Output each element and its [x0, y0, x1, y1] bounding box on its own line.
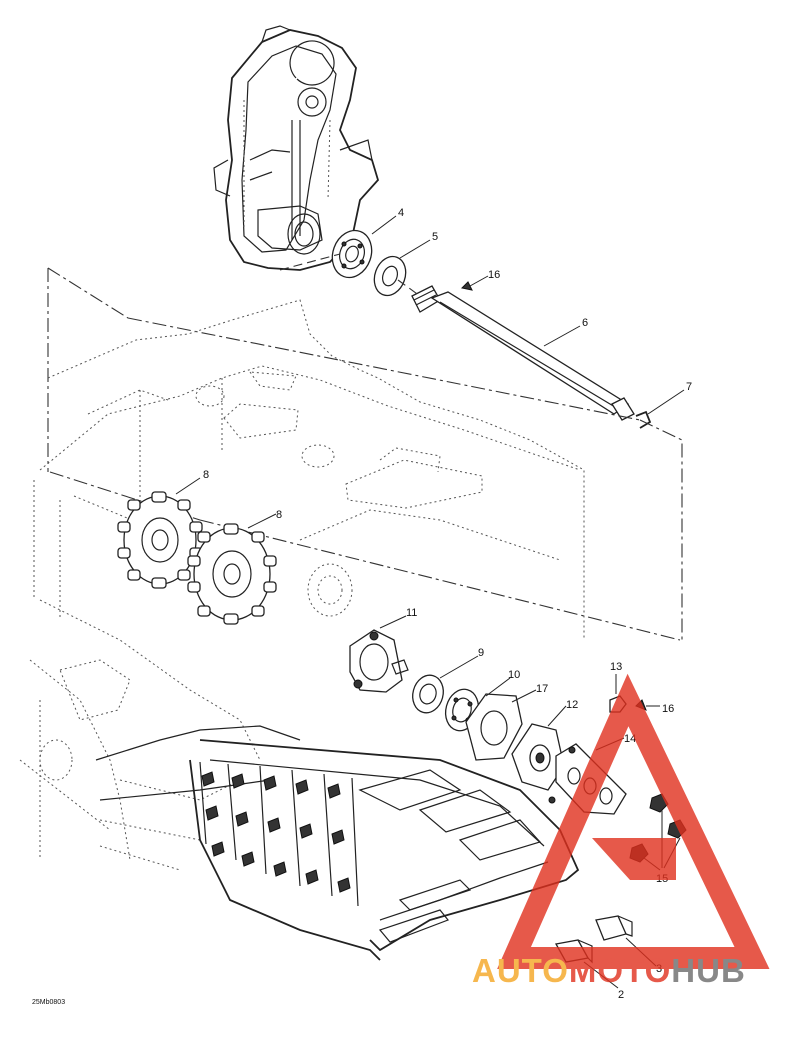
watermark-moto: MOTO [569, 952, 671, 989]
callout-16-right: 16 [662, 703, 674, 715]
watermark-triangle-inner [592, 838, 676, 880]
sprocket-8-left [117, 491, 203, 589]
callout-10: 10 [508, 669, 520, 681]
seal-9 [412, 674, 444, 714]
circlip-7 [635, 410, 652, 429]
tunnel-frame [19, 299, 585, 871]
sprocket-8-right [187, 523, 277, 625]
callout-numbers: 4 5 16 6 7 8 8 11 9 10 17 12 13 16 14 15… [203, 207, 692, 1001]
watermark-hub: HUB [671, 952, 746, 989]
callout-5: 5 [432, 231, 438, 243]
callout-17: 17 [536, 683, 548, 695]
callout-2: 2 [618, 989, 624, 1001]
drive-axle-6 [411, 285, 635, 421]
slider-3 [595, 915, 633, 941]
chaincase-housing [213, 25, 380, 271]
callout-7: 7 [686, 381, 692, 393]
callout-12: 12 [566, 699, 578, 711]
callout-8-left: 8 [203, 469, 209, 481]
watermark-text: AUTOMOTOHUB [472, 952, 746, 989]
watermark-triangle-outer [497, 673, 770, 969]
callout-4: 4 [398, 207, 404, 219]
watermark-logo: AUTOMOTOHUB [472, 673, 770, 989]
flange-plate-11 [349, 629, 409, 693]
callout-6: 6 [582, 317, 588, 329]
flange-17 [465, 693, 523, 761]
assembly-outline [47, 253, 683, 641]
washer-5 [373, 255, 407, 297]
callout-9: 9 [478, 647, 484, 659]
callout-8-right: 8 [276, 509, 282, 521]
watermark-auto: AUTO [472, 952, 569, 989]
callout-13: 13 [610, 661, 622, 673]
bearing-4 [331, 229, 373, 279]
track [189, 739, 580, 961]
figure-code: 25Mb0803 [32, 999, 65, 1006]
callout-11: 11 [406, 607, 417, 619]
callout-16-top: 16 [488, 269, 500, 281]
